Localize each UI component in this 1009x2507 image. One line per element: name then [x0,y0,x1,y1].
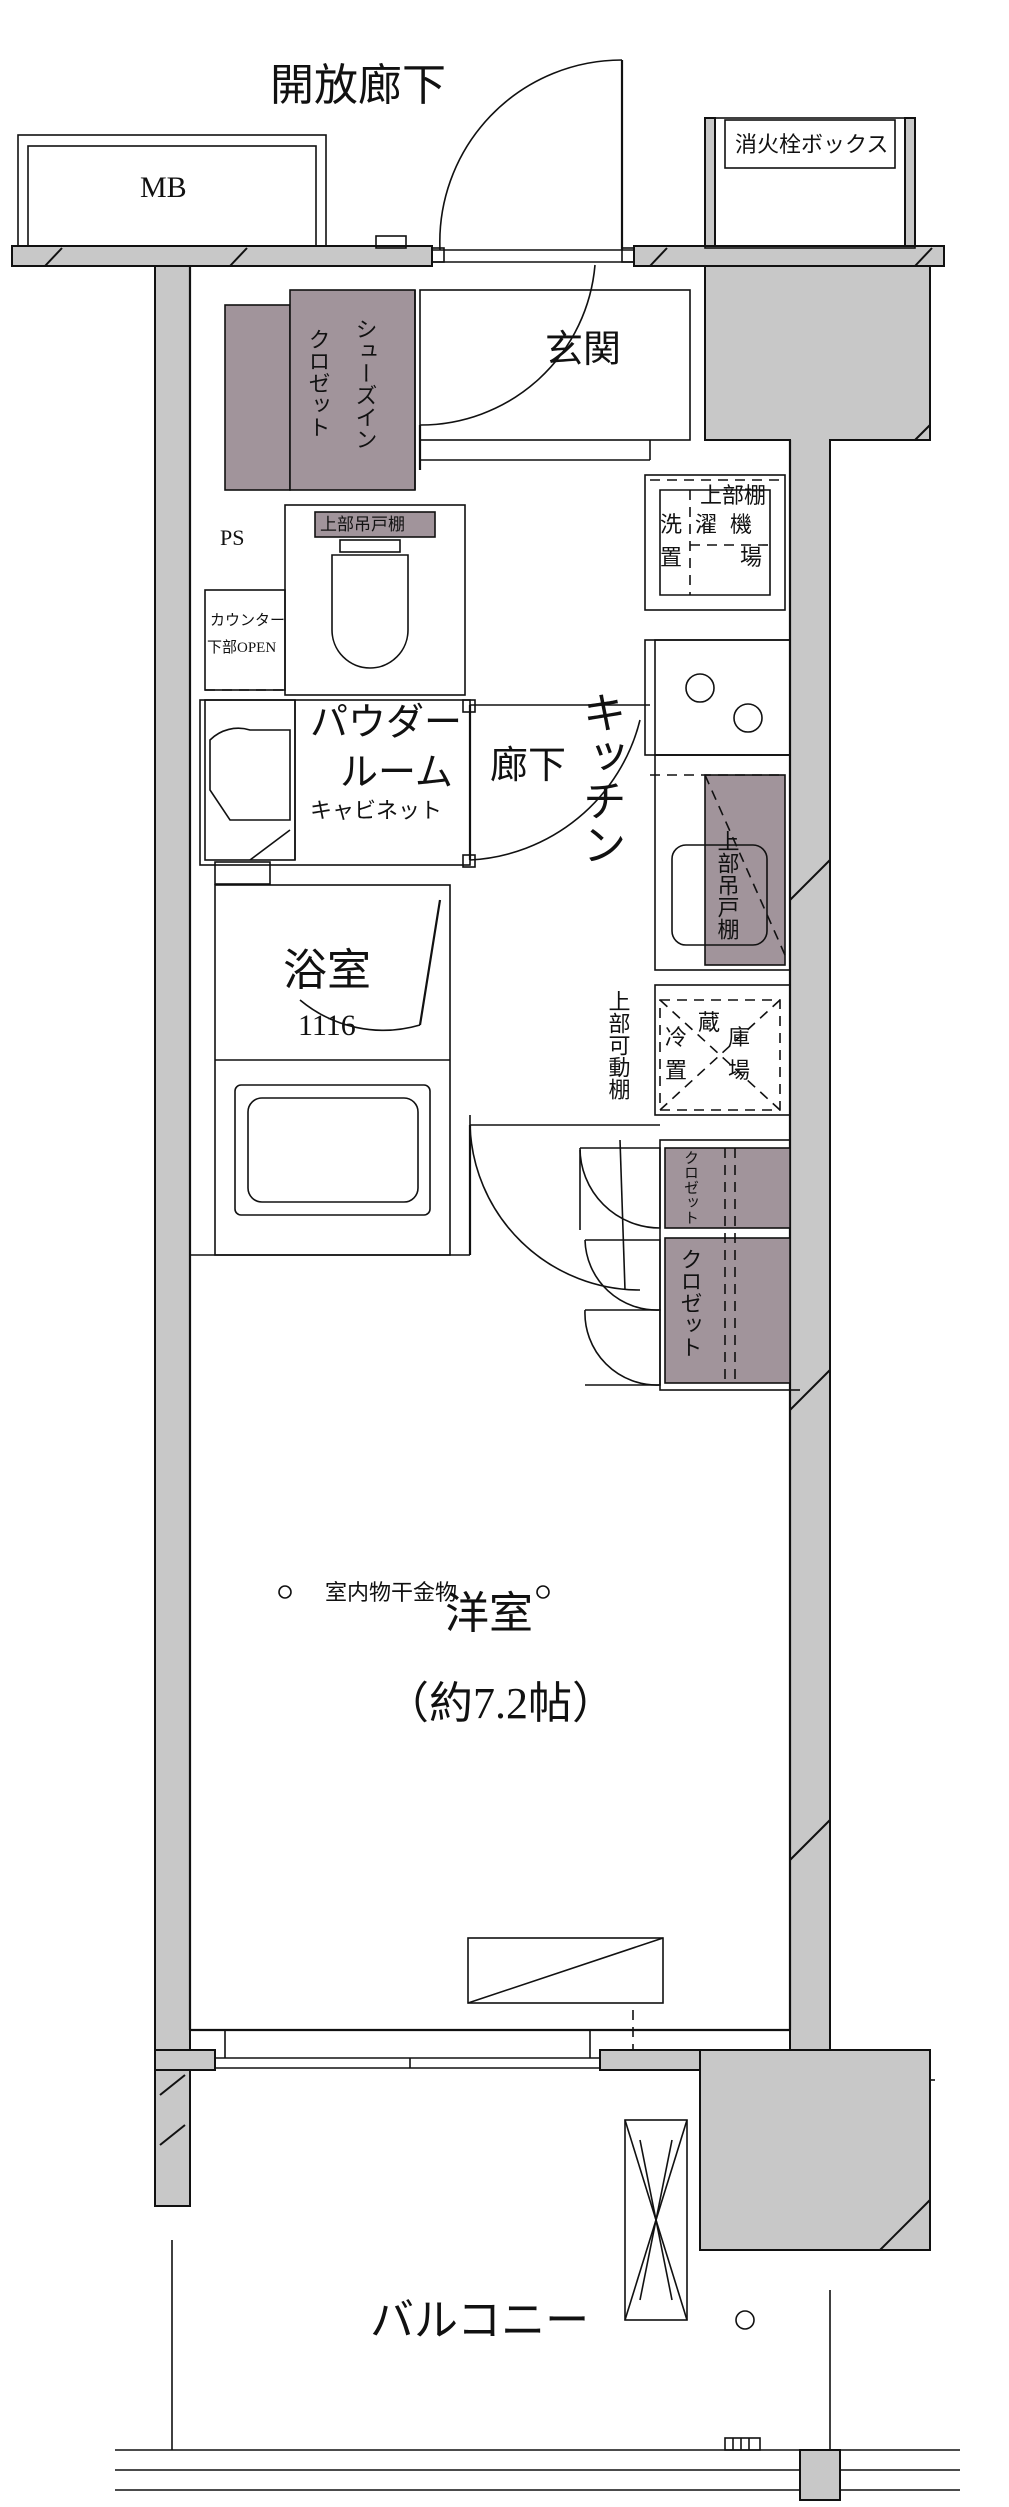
bathroom [190,884,471,1256]
washer-place-label: 洗 置 濯 機 場 [660,512,762,570]
balcony-column [699,2049,935,2251]
counter-label: カウンター 下部OPEN [207,612,285,656]
shoes-closet-label-2: クロゼット [306,328,331,438]
drying-hook-icon [278,1585,550,1599]
aircon-unit [467,1937,664,2050]
washer-label-2: 置 [660,545,682,570]
entrance-label: 玄関 [545,329,621,371]
shoes-closet [224,289,416,491]
washer-place [644,474,786,611]
bath-size-label: 1116 [298,1009,356,1042]
toilet-upper-cabinet-label: 上部吊戸棚 [320,515,405,534]
hall-door [462,699,650,868]
cabinet-label: キャビネット [310,798,442,823]
left-wall [154,265,191,2207]
counter-label-1: カウンター [210,612,285,629]
shoes-closet-label: シューズイン クロゼット [306,318,378,450]
fridge-label-2: 置 [665,1058,687,1083]
counter [204,589,286,691]
top-wall [11,235,945,267]
fridge-label-5: 場 [728,1058,750,1083]
fridge-label-3: 蔵 [698,1010,720,1035]
fridge-label-1: 冷 [665,1025,687,1050]
powder-room-label: パウダー ルーム [310,702,462,794]
washer-label-4: 機 [730,512,752,537]
powder-room [199,699,471,885]
washer-label-3: 濯 [695,512,717,537]
closets [579,1139,791,1391]
fridge-label-4: 庫 [728,1025,750,1050]
bath-label: 浴室 [283,946,371,995]
open-corridor-label: 開放廊下 [270,61,446,110]
hydrant-box-label: 消火栓ボックス [735,132,888,157]
hydrant-box [704,117,916,249]
ps-label: PS [220,525,244,550]
balcony-label: バルコニー [370,2296,589,2345]
entrance-hall [418,264,691,470]
washer-label-1: 洗 [660,512,682,537]
mb-label: MB [140,171,187,204]
balcony [115,2119,960,2501]
sash-window [154,2029,701,2071]
closet-small-label: クロゼット [682,1150,699,1225]
entrance-door [431,59,635,263]
corridor-label: 廊下 [490,745,566,787]
closet-label: クロゼット [678,1248,703,1358]
western-room-size-label: （約7.2帖） [385,1679,616,1728]
kitchen-upper-cabinet-label: 上部吊戸棚 [715,830,740,940]
fridge-place [654,984,791,1116]
fridge-place-label: 冷 置 蔵 庫 場 [665,1010,750,1083]
mb-box [17,134,327,247]
kitchen-label: キッチン [576,690,625,866]
shoes-closet-label-1: シューズイン [353,318,378,450]
washer-label-5: 場 [740,545,762,570]
room-door [468,1124,660,1291]
counter-label-2: 下部OPEN [207,639,276,656]
powder-room-label-1: パウダー [310,702,462,744]
upper-movable-shelf-label: 上部可動棚 [606,990,631,1100]
kitchen [644,639,791,971]
upper-shelf-label: 上部棚 [700,483,766,508]
powder-room-label-2: ルーム [340,752,453,794]
western-room-label: 洋室 [445,1589,533,1638]
indoor-drying-label: 室内物干金物 [325,1580,457,1605]
